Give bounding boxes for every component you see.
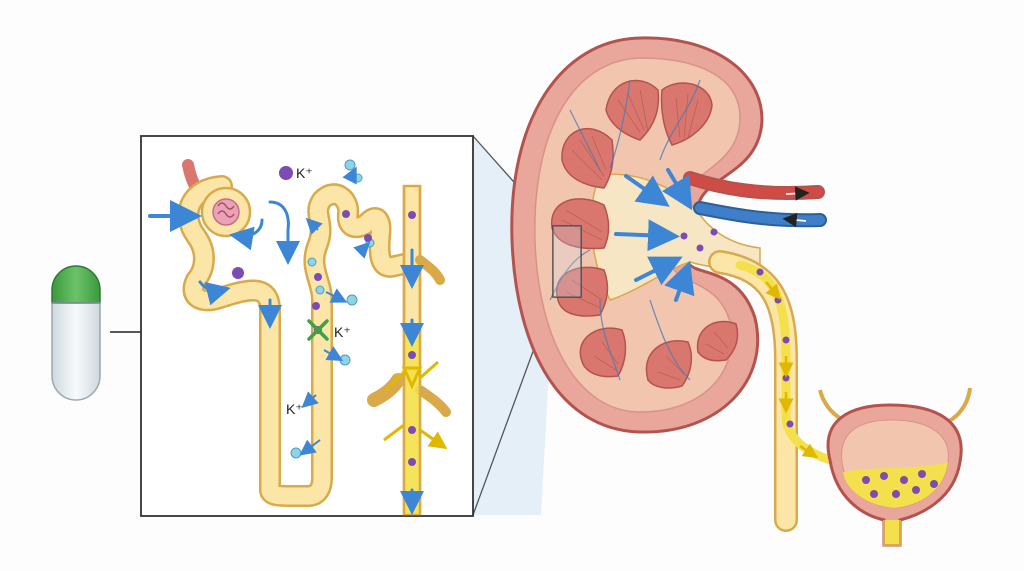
blocked-transporter-x-icon [307,319,329,341]
potassium-label-top: K⁺ [296,165,313,181]
kidney-flow-arrows [614,168,695,302]
diuretic-capsule-icon [51,265,101,401]
ureter [708,250,835,532]
collecting-duct-yellow-arrows [383,360,440,444]
kidney-cross-section [510,36,827,434]
potassium-label-middle: K⁺ [334,324,351,340]
nephron-flow-arrows [148,200,424,515]
kidney-zoom-region [552,225,582,298]
potassium-label-lower: K⁺ [286,401,303,417]
urinary-bladder [818,387,972,547]
